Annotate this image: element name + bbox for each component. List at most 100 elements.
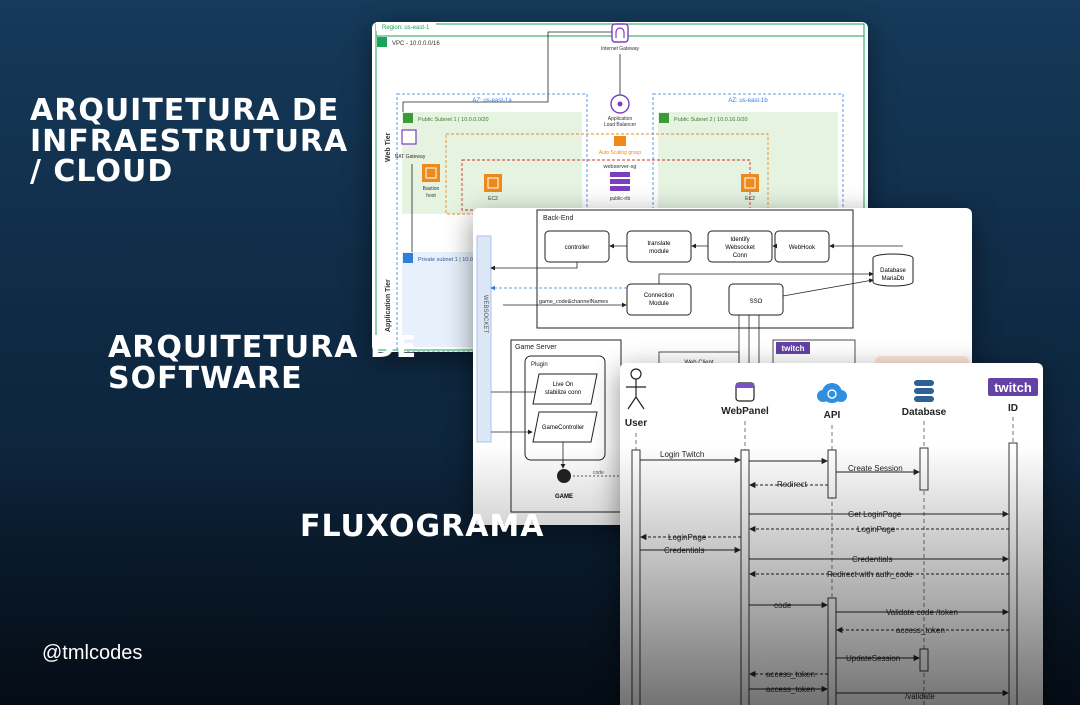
alb-label-line: Load Balancer [604, 122, 637, 128]
activation-database [919, 648, 929, 672]
message-label: Credentials [664, 546, 704, 555]
region-label: Region: us-east-1 [382, 25, 430, 31]
bastion-icon-inner [425, 167, 437, 179]
private-subnet-label: Private subnet 1 | 10.0. [418, 257, 475, 263]
ec2-icon-inner [487, 177, 499, 189]
translate-label-line: translate [647, 241, 671, 247]
message-label: LoginPage [857, 525, 896, 534]
activation-database [919, 447, 929, 491]
software-diagram: Back-End controller translate module Ide… [476, 209, 969, 513]
database-disk [914, 380, 934, 386]
api-cloud-icon-part [817, 390, 829, 402]
backend-label: Back-End [543, 215, 573, 222]
identify-label-line: Conn [733, 253, 747, 259]
load-balancer-core [617, 101, 623, 107]
user-icon [630, 368, 642, 380]
database-icon [914, 380, 934, 402]
message-label: access_token [896, 626, 945, 635]
activation-webpanel [740, 449, 750, 705]
az-b-label: AZ: us-east-1b [728, 98, 768, 104]
edge [782, 278, 874, 297]
database-label-line: Database [880, 268, 906, 274]
message-label: /validate [905, 692, 935, 701]
message-label: LoginPage [668, 533, 707, 542]
message-label: Redirect [777, 480, 808, 489]
vpc-label: VPC - 10.0.0.0/16 [392, 41, 440, 47]
actor-label: API [824, 410, 841, 421]
handle: @tmlcodes [42, 642, 143, 664]
live-on-label-line: Live On [553, 382, 574, 388]
subnet-lock-icon [403, 253, 413, 263]
route-table-row [610, 179, 630, 184]
gamepad-icon [557, 469, 571, 483]
public-subnet-a [402, 112, 582, 214]
sso-label: SSO [750, 299, 763, 305]
app-tier-label: Application Tier [385, 279, 392, 332]
database-label-line: MariaDb [882, 276, 905, 282]
translate-label-line: module [649, 249, 669, 255]
heading-infra: ARQUITETURA DE INFRAESTRUTURA / CLOUD [30, 95, 348, 188]
nat-gateway-icon [401, 129, 417, 145]
game-label: GAME [555, 494, 573, 500]
game-server-label: Game Server [515, 344, 557, 351]
asg-icon [614, 136, 626, 146]
vpc-icon [377, 37, 387, 47]
ec2-icon-inner [744, 177, 756, 189]
identify-label-line: Websocket [725, 245, 755, 251]
message-label: UpdateSession [846, 654, 900, 663]
activation-api [827, 597, 837, 705]
message-label: Create Session [848, 464, 903, 473]
message-label: code [774, 601, 792, 610]
connection-label-line: Module [649, 301, 669, 307]
public-subnet-b [658, 112, 838, 214]
az-a-label: AZ: us-east-1a [472, 98, 512, 104]
internet-gateway-label: Internet Gateway [601, 46, 640, 52]
twitch-logo [776, 342, 810, 354]
route-table-row [610, 172, 630, 177]
asg-label: Auto Scaling group [599, 150, 641, 156]
heading-flow: FLUXOGRAMA [300, 509, 545, 544]
alb-label-line: Application [608, 116, 633, 122]
ec2-b-label: EC2 [745, 196, 755, 202]
message-label: Validate code /token [886, 608, 958, 617]
internet-gateway-icon [611, 23, 629, 43]
identify-label-line: Identify [730, 237, 749, 243]
subnet-a-label: Public Subnet 1 | 10.0.0.0/20 [418, 117, 489, 123]
message-label: Redirect with auth_code [827, 570, 913, 579]
live-on-node [532, 373, 598, 405]
route-table-label: public-rtb [610, 196, 631, 202]
actor-label: ID [1008, 403, 1018, 414]
nat-label: NAT Gateway [395, 154, 426, 160]
heading-flow-line: FLUXOGRAMA [300, 509, 545, 544]
bastion-label-line: Bastion [423, 186, 440, 192]
ec2-a-icon [484, 174, 502, 192]
bastion-label-line: host [426, 193, 436, 199]
edge [490, 262, 578, 271]
actor-label: Database [902, 407, 947, 418]
bastion-icon [422, 164, 440, 182]
ec2-a-label: EC2 [488, 196, 498, 202]
connection-node [626, 283, 692, 316]
message-label: access_token [766, 670, 815, 679]
websocket-bar [476, 235, 492, 443]
subnet-lock-icon [403, 113, 413, 123]
subnet-lock-icon [659, 113, 669, 123]
activation-id [1008, 442, 1018, 705]
activation-user [631, 449, 641, 705]
heading-software: ARQUITETURA DE SOFTWARE [108, 332, 417, 396]
connection-label-line: Connection [644, 293, 674, 299]
message-label: Get LoginPage [848, 510, 902, 519]
api-cloud-icon-part [835, 390, 847, 402]
game-controller-node [532, 411, 598, 443]
heading-software-line: SOFTWARE [108, 360, 303, 396]
actor-label: User [625, 418, 647, 429]
twitch-logo [988, 378, 1038, 396]
plugin-label: Plugin [531, 362, 548, 368]
actor-label: WebPanel [721, 406, 769, 417]
live-on-label-line: stabilize conn [545, 390, 581, 396]
route-table-row [610, 186, 630, 191]
activation-api [827, 449, 837, 499]
database-body [872, 258, 914, 287]
az-a-frame [396, 93, 588, 352]
